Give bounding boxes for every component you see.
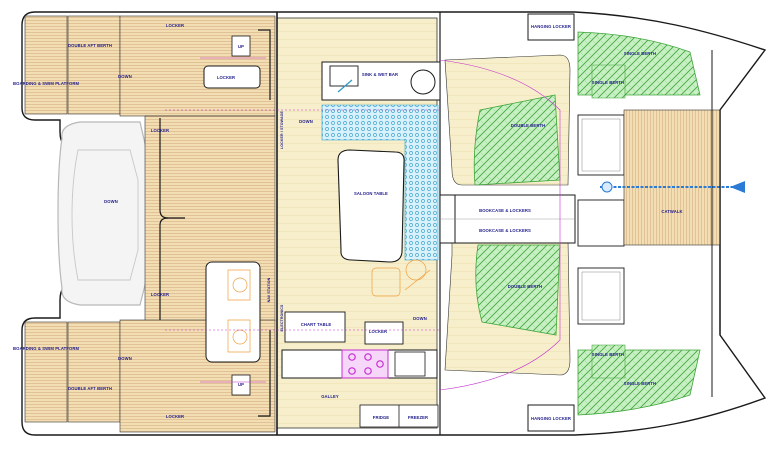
label-down-galley: DOWN	[413, 316, 427, 321]
forward-hull-cabins	[439, 13, 701, 432]
label-locker-port-bottom: LOCKER	[166, 414, 184, 419]
label-single-berth-fwd-top2: SINGLE BERTH	[592, 80, 624, 85]
label-double-aft-bottom: DOUBLE AFT BERTH	[68, 386, 112, 391]
label-catwalk: CATWALK	[661, 209, 682, 214]
label-locker-lower: LOCKER	[151, 128, 169, 133]
dinghy	[57, 121, 151, 306]
label-sink-wetbar: SINK & WET BAR	[362, 72, 398, 77]
label-locker-center: LOCKER	[369, 329, 387, 334]
label-electronics: ELECTRONICS	[280, 304, 284, 331]
catwalk	[600, 50, 745, 397]
construction-lines	[165, 57, 561, 391]
label-down-center: DOWN	[299, 119, 313, 124]
cockpit-details	[159, 29, 271, 417]
saloon	[276, 12, 441, 435]
label-locker-cockpit-top: LOCKER	[217, 75, 235, 80]
label-double-berth-top: DOUBLE BERTH	[511, 123, 545, 128]
label-single-berth-fwd-bottom2: SINGLE BERTH	[592, 352, 624, 357]
label-down-bottom: DOWN	[118, 356, 132, 361]
label-up-top: UP	[238, 44, 244, 49]
plan-labels: LOCKER LOCKER LOCKER LOCKER LOCKER LOCKE…	[13, 23, 683, 421]
label-hanging-top: HANGING LOCKER	[531, 24, 571, 29]
label-galley: GALLEY	[321, 394, 339, 399]
label-bookcase-bottom: BOOKCASE & LOCKERS	[479, 228, 531, 233]
label-hanging-bottom: HANGING LOCKER	[531, 416, 571, 421]
label-double-aft-top: DOUBLE AFT BERTH	[68, 43, 112, 48]
label-bookcase-top: BOOKCASE & LOCKERS	[479, 208, 531, 213]
label-fridge: FRIDGE	[373, 415, 390, 420]
label-down-top: DOWN	[118, 74, 132, 79]
label-locker-stowage: LOCKER / STOWAGE	[280, 110, 284, 149]
label-saloon-table: SALOON TABLE	[354, 191, 388, 196]
label-single-berth-fwd-top: SINGLE BERTH	[624, 51, 656, 56]
label-nav-station: NAV STATION	[267, 277, 271, 302]
label-locker-cockpit-side: LOCKER	[151, 292, 169, 297]
label-freezer: FREEZER	[408, 415, 428, 420]
label-chart-table: CHART TABLE	[301, 322, 332, 327]
label-boarding-bottom: BOARDING & SWIM PLATFORM	[13, 346, 79, 351]
label-double-berth-bottom: DOUBLE BERTH	[508, 284, 542, 289]
label-single-berth-fwd-bottom: SINGLE BERTH	[624, 381, 656, 386]
label-boarding-top: BOARDING & SWIM PLATFORM	[13, 81, 79, 86]
label-locker-port-top: LOCKER	[166, 23, 184, 28]
label-down-dinghy: DOWN	[104, 199, 118, 204]
stove-icon	[341, 349, 389, 379]
label-up-bottom: UP	[238, 382, 244, 387]
